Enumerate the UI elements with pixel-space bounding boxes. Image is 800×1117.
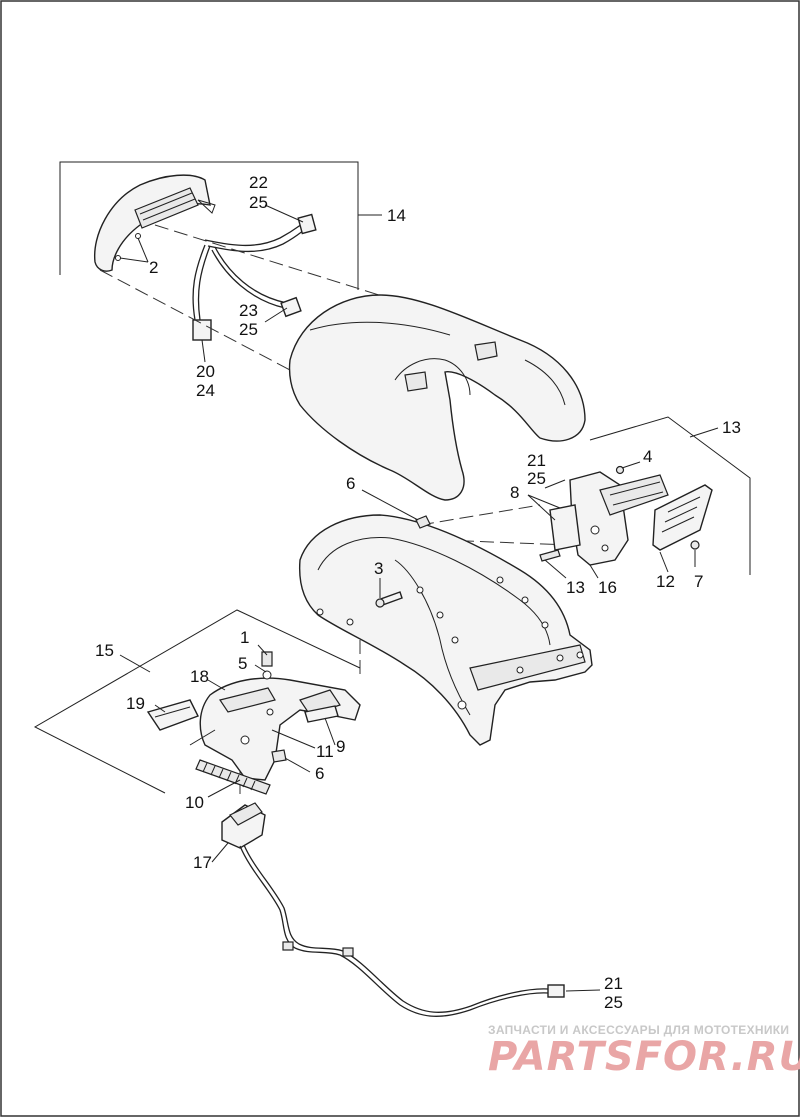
callout-6-a: 6 [346, 474, 355, 493]
callout-1: 1 [240, 628, 249, 647]
watermark: ЗАПЧАСТИ И АКСЕССУАРЫ ДЛЯ МОТОТЕХНИКИ PA… [488, 1023, 800, 1080]
callout-21-a: 21 [527, 451, 546, 470]
callout-25-b: 25 [239, 320, 258, 339]
callout-13-b: 13 [566, 578, 585, 597]
callout-21-b: 21 [604, 974, 623, 993]
callout-2: 2 [149, 258, 158, 277]
callout-5: 5 [238, 654, 247, 673]
callout-25-a: 25 [249, 193, 268, 212]
callout-6-b: 6 [315, 764, 324, 783]
callout-20: 20 [196, 362, 215, 381]
callout-labels: 22 25 14 2 23 25 20 24 13 21 25 4 6 8 3 … [95, 173, 741, 1012]
lamp-wiring-harness [192, 213, 317, 341]
coil-strip [195, 759, 271, 795]
watermark-tagline: ЗАПЧАСТИ И АКСЕССУАРЫ ДЛЯ МОТОТЕХНИКИ [488, 1023, 789, 1037]
callout-12: 12 [656, 572, 675, 591]
callout-10: 10 [185, 793, 204, 812]
rear-fender [288, 294, 586, 501]
callout-13-a: 13 [722, 418, 741, 437]
callout-3: 3 [374, 559, 383, 578]
fender-support-frame [298, 514, 593, 746]
callout-25-d: 25 [604, 993, 623, 1012]
callout-18: 18 [190, 667, 209, 686]
turn-signal-bracket [189, 677, 361, 781]
callout-25-c: 25 [527, 469, 546, 488]
watermark-brand: PARTSFOR.RU [488, 1034, 800, 1080]
callout-22: 22 [249, 173, 268, 192]
callout-8: 8 [510, 483, 519, 502]
lamp-unit-with-cable [221, 802, 565, 1017]
license-plate-mount [652, 484, 713, 551]
callout-7: 7 [694, 572, 703, 591]
license-bracket [539, 465, 669, 566]
group-15-bracket [33, 609, 361, 794]
callout-9: 9 [336, 737, 345, 756]
bolt-and-nut-upper [375, 515, 431, 608]
callout-16: 16 [598, 578, 617, 597]
callout-24: 24 [196, 381, 215, 400]
callout-23: 23 [239, 301, 258, 320]
tail-lamp-housing [93, 174, 216, 272]
callout-15: 15 [95, 641, 114, 660]
bolt-washer-nut-lower [261, 651, 339, 763]
group-13-bracket [589, 416, 751, 575]
callout-17: 17 [193, 853, 212, 872]
reflector [146, 699, 199, 731]
group-14-bracket [59, 161, 382, 290]
callout-4: 4 [643, 447, 652, 466]
leader-lines [119, 204, 696, 992]
callout-19: 19 [126, 694, 145, 713]
callout-14: 14 [387, 206, 406, 225]
callout-11: 11 [316, 742, 334, 761]
